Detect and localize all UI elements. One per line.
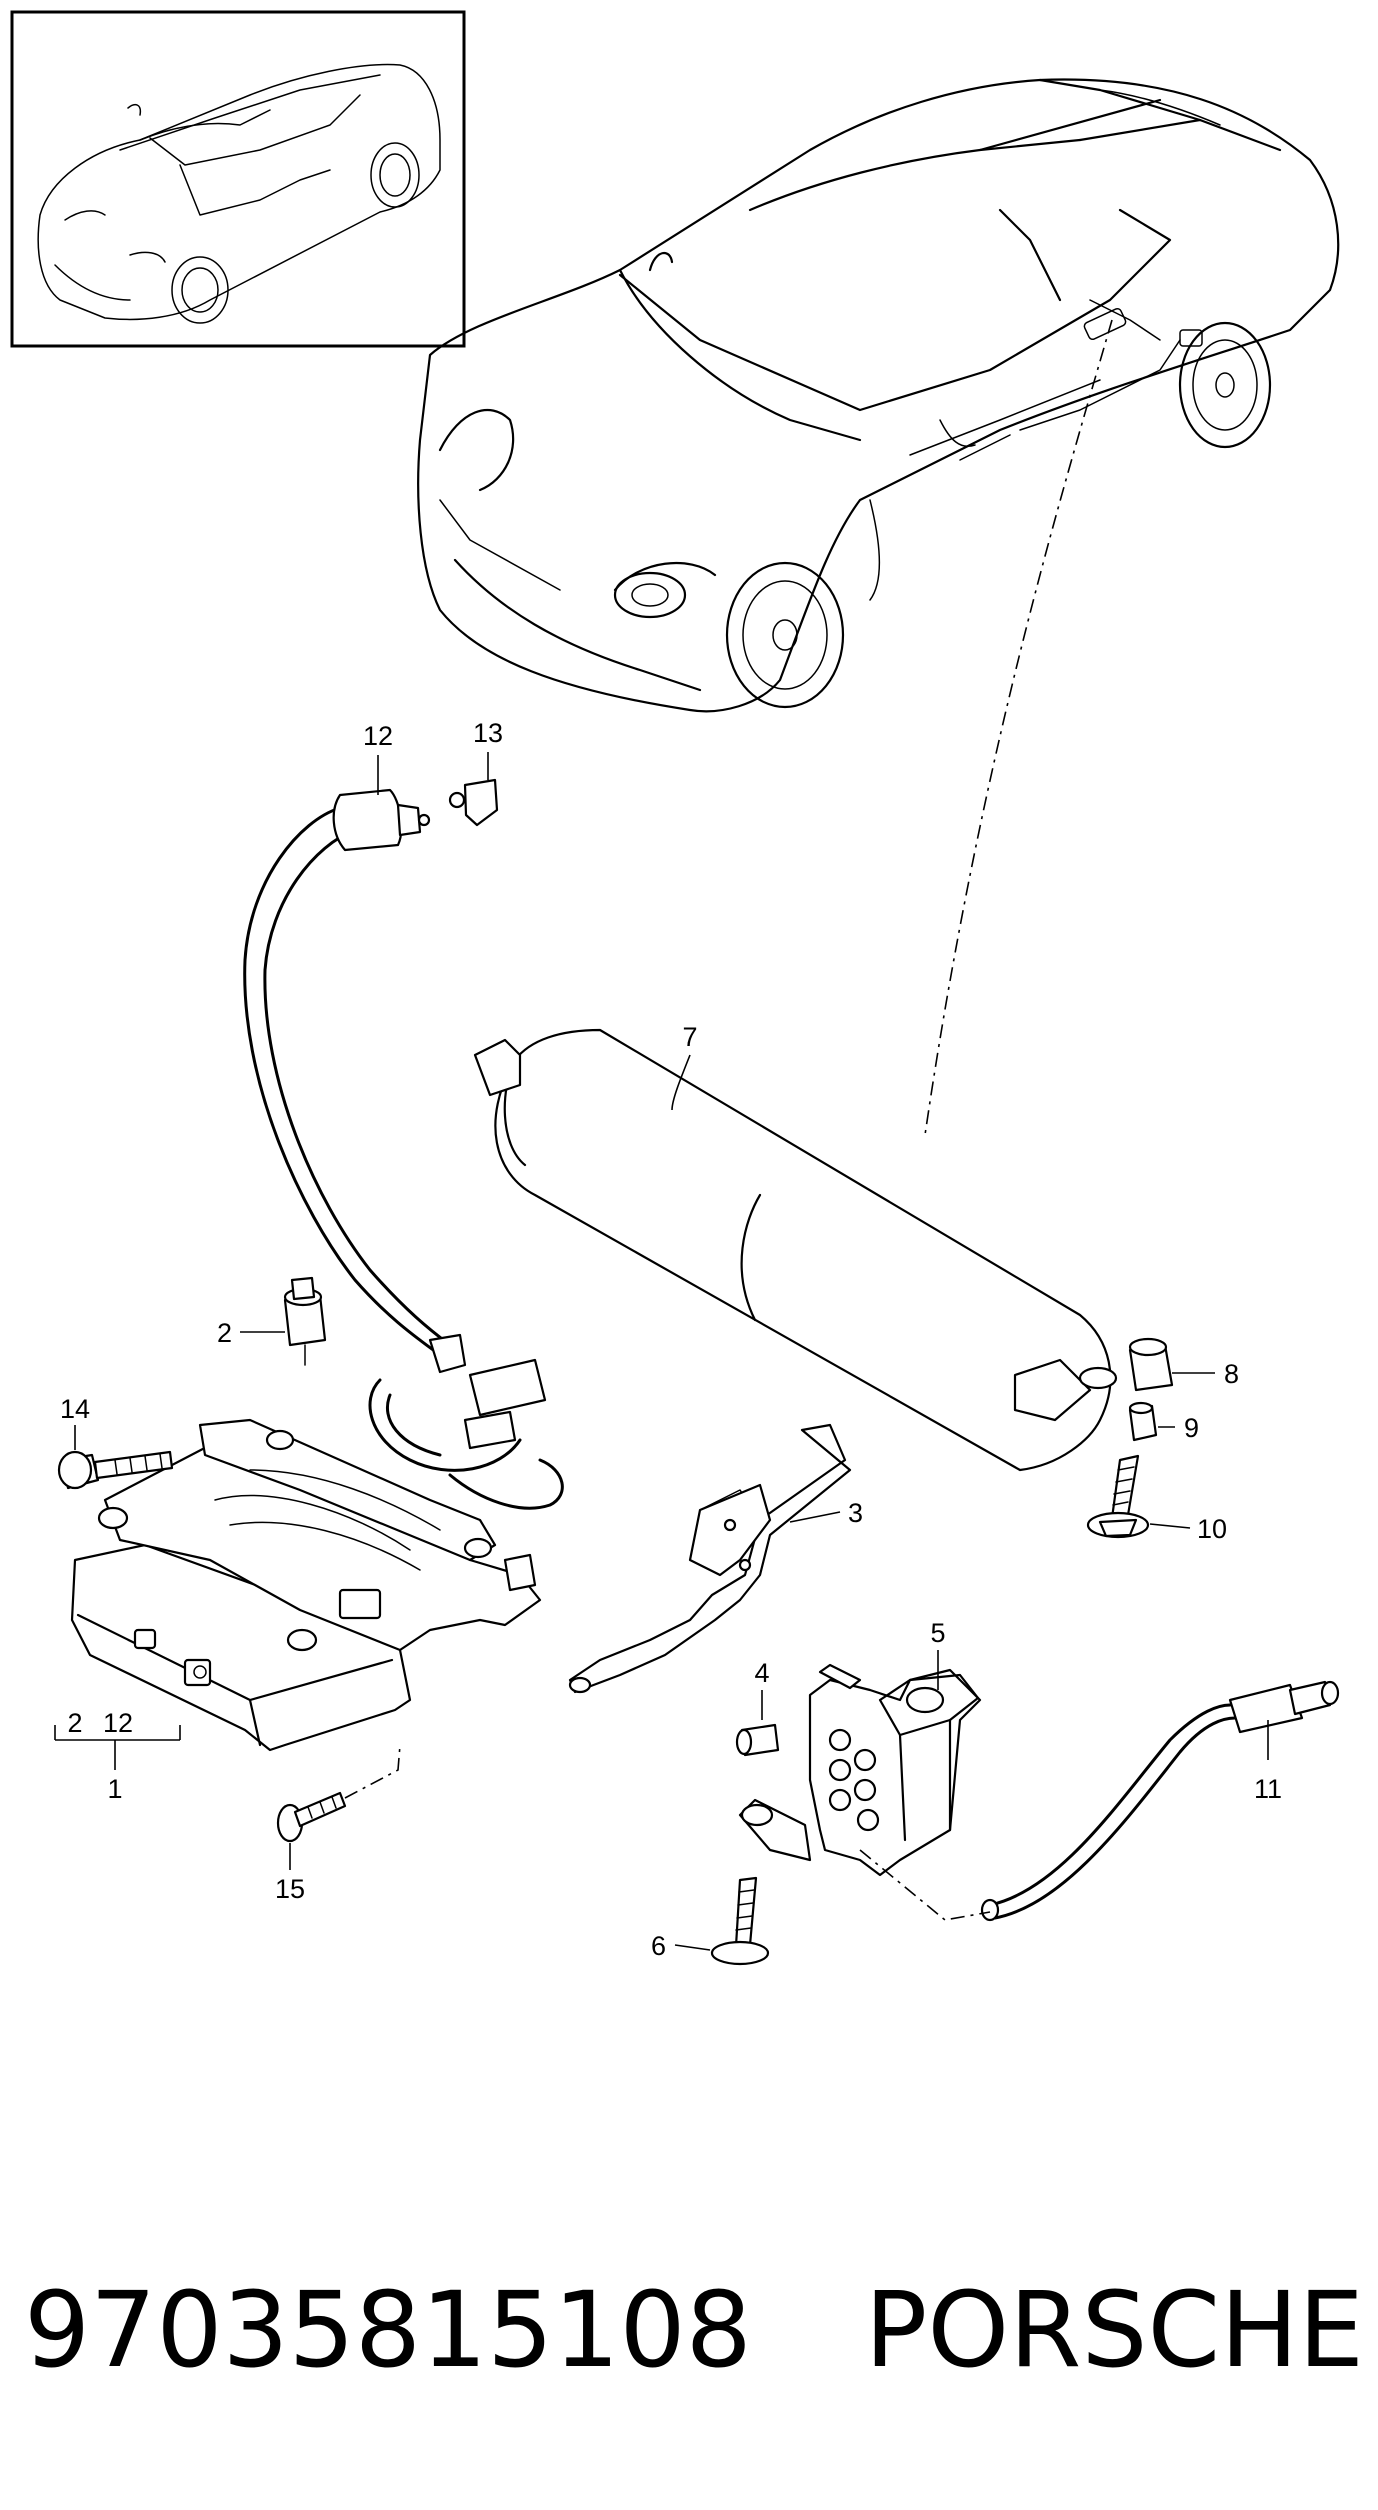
part-bolt-10: [1086, 1454, 1150, 1539]
callout-4: 4: [754, 1658, 769, 1688]
callout-11: 11: [1254, 1774, 1282, 1804]
mounting-line-11: [859, 1849, 991, 1921]
callout-9: 9: [1184, 1413, 1199, 1443]
part-bolt-6: [710, 1876, 770, 1966]
part-compressor-assembly-1: [70, 1358, 564, 1752]
mounting-line-15: [344, 1744, 401, 1799]
callout-leaders: [54, 752, 1269, 1951]
callout-13: 13: [473, 718, 503, 748]
callout-12: 12: [363, 721, 393, 751]
part-pressure-line-11: [980, 1680, 1340, 1922]
part-bolt-14: [57, 1450, 174, 1490]
mounting-line-tank: [924, 319, 1113, 1136]
callout-2: 2: [217, 1318, 232, 1348]
part-sleeve-9: [1128, 1401, 1158, 1442]
callout-1: 1: [107, 1774, 122, 1804]
callout-group-12: 12: [103, 1708, 133, 1738]
part-bracket-3: [568, 1423, 852, 1694]
brand-name: PORSCHE: [864, 2269, 1364, 2391]
part-nut-4: [735, 1723, 780, 1757]
callout-6: 6: [651, 1931, 666, 1961]
part-hose-12: [243, 788, 467, 1374]
callout-10: 10: [1197, 1514, 1227, 1544]
vehicle-outline: [417, 78, 1340, 713]
callout-8: 8: [1224, 1359, 1239, 1389]
part-bushing-8: [1128, 1337, 1174, 1392]
inset-car-thumbnail: [10, 10, 466, 348]
callout-labels: 12 13 7 2 8 14 9 3 10 5 4 2 12 1 11 15 6: [60, 718, 1282, 1961]
callout-5: 5: [930, 1618, 945, 1648]
part-number: 97035815108: [24, 2269, 752, 2391]
part-reservoir-tank-7: [473, 1028, 1118, 1472]
callout-15: 15: [275, 1874, 305, 1904]
callout-group-2: 2: [67, 1708, 82, 1738]
callout-14: 14: [60, 1394, 90, 1424]
footer-caption: 97035815108 PORSCHE: [24, 2270, 1364, 2390]
part-bolt-15: [276, 1791, 347, 1843]
callout-7: 7: [682, 1022, 697, 1052]
part-valve-block-5: [738, 1663, 982, 1877]
part-fitting-2: [283, 1276, 327, 1366]
callout-3: 3: [848, 1498, 863, 1528]
part-connector-13: [448, 778, 499, 827]
